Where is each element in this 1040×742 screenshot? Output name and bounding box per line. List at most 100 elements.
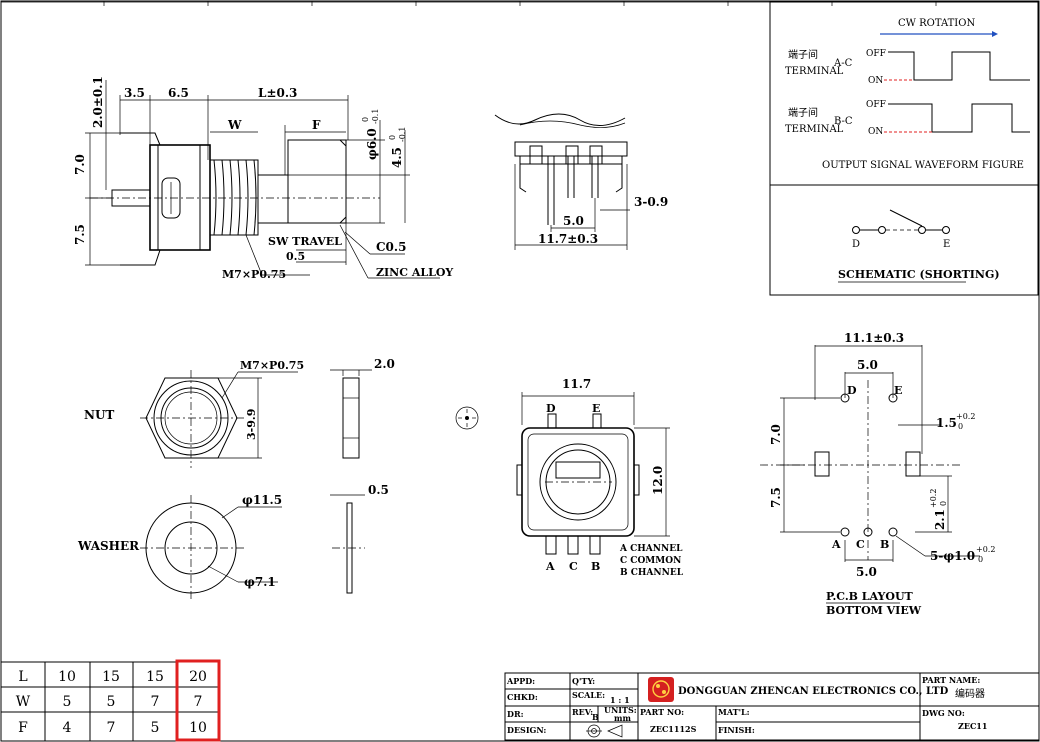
center-mark-icon xyxy=(455,406,479,430)
tb-appd: APPD: xyxy=(506,676,535,686)
bottom-pin-e: E xyxy=(592,402,600,415)
tb-design: DESIGN: xyxy=(507,725,546,735)
bottom-pin-d: D xyxy=(546,402,556,415)
tb-part-name: PART NAME: xyxy=(922,675,980,685)
row-label-w: W xyxy=(16,694,31,710)
ac-on-label: ON xyxy=(868,76,883,86)
highlight-column xyxy=(175,659,221,742)
nut-label: NUT xyxy=(84,408,114,422)
pcb-dim-top-pitch: 5.0 xyxy=(857,358,878,372)
dim-3-5: 3.5 xyxy=(124,86,145,100)
waveform-caption: OUTPUT SIGNAL WAVEFORM FIGURE xyxy=(822,160,1024,171)
bottom-pin-b: B xyxy=(591,560,600,573)
bc-en-label: TERMINAL xyxy=(785,124,844,135)
row-label-f: F xyxy=(18,720,28,736)
pcb-pin-e: E xyxy=(894,384,902,397)
dim-body-width: 11.7±0.3 xyxy=(538,232,598,246)
ac-off-label: OFF xyxy=(866,49,886,59)
legend-b: B CHANNEL xyxy=(620,568,684,578)
nut-dim-9-9: 3-9.9 xyxy=(245,409,258,440)
sw-travel-value: 0.5 xyxy=(286,250,305,263)
dim-4-5-tol-bot: -0.1 xyxy=(398,127,407,142)
sw-travel-label: SW TRAVEL xyxy=(268,235,342,248)
dim-6-0-tol-top: 0 xyxy=(361,117,370,122)
ac-cn-label: 端子间 xyxy=(788,48,818,61)
bottom-pin-a: A xyxy=(545,560,555,573)
tb-company: DONGGUAN ZHENCAN ELECTRONICS CO., LTD xyxy=(678,686,949,697)
pcb-pin-d: D xyxy=(847,384,857,397)
cell-w-4: 7 xyxy=(194,694,203,710)
dim-l: L±0.3 xyxy=(258,86,297,100)
projection-symbol-icon xyxy=(586,724,623,738)
tb-part-no-val: ZEC1112S xyxy=(650,724,697,734)
row-label-l: L xyxy=(18,669,27,685)
tb-finish: FINISH: xyxy=(718,725,755,735)
spec-table: L 10 15 15 20 W 5 5 7 7 F 4 7 5 10 xyxy=(1,659,221,742)
bottom-view: 11.7 12.0 D E A C B A CHANNEL C COMMON B… xyxy=(516,377,684,578)
dim-4-5: 4.5 xyxy=(390,147,404,168)
tb-dr: DR: xyxy=(507,709,524,719)
pcb-dim-1-5-tol-top: +0.2 xyxy=(956,412,975,421)
pcb-caption: P.C.B LAYOUT xyxy=(826,590,914,603)
schematic-caption: SCHEMATIC (SHORTING) xyxy=(838,268,1000,281)
company-logo-icon xyxy=(648,677,674,702)
tb-matl: MAT'L: xyxy=(718,707,750,717)
nut-thickness: 2.0 xyxy=(374,357,395,371)
washer-id: φ7.1 xyxy=(244,575,276,589)
schematic-panel: D E SCHEMATIC (SHORTING) xyxy=(769,184,1039,296)
cell-w-3: 7 xyxy=(151,694,160,710)
cell-l-4: 20 xyxy=(189,669,207,685)
side-view: 3.5 6.5 L±0.3 W F 2.0±0.1 7.0 7.5 φ6.0 0… xyxy=(73,76,453,281)
dim-6-0: φ6.0 xyxy=(365,128,379,160)
tb-qty: Q'TY: xyxy=(572,676,595,686)
cell-f-2: 7 xyxy=(107,720,116,736)
dim-w: W xyxy=(227,118,242,132)
pcb-dim-bottom-pitch: 5.0 xyxy=(856,565,877,579)
pcb-layout: 11.1±0.3 5.0 D E 7.0 7.5 1.5 +0.2 0 2.1 … xyxy=(760,331,995,617)
washer-label: WASHER xyxy=(77,539,140,553)
cell-w-1: 5 xyxy=(63,694,72,710)
nut-thread: M7×P0.75 xyxy=(240,359,304,372)
bottom-dim-height: 12.0 xyxy=(651,466,665,495)
bottom-dim-width: 11.7 xyxy=(562,377,591,391)
tb-chkd: CHKD: xyxy=(507,692,538,702)
tb-dwg-no-val: ZEC11 xyxy=(958,721,987,731)
ac-en-label: TERMINAL xyxy=(785,66,844,77)
cell-f-3: 5 xyxy=(151,720,160,736)
schematic-d: D xyxy=(852,239,860,250)
dim-f: F xyxy=(312,118,321,132)
thread-bushing xyxy=(209,159,259,236)
dim-7-0: 7.0 xyxy=(73,154,87,175)
dim-pin-pitch: 5.0 xyxy=(563,214,584,228)
dim-6-5: 6.5 xyxy=(168,86,189,100)
washer-od: φ11.5 xyxy=(242,493,282,507)
cell-l-1: 10 xyxy=(58,669,76,685)
cell-f-4: 10 xyxy=(189,720,207,736)
tb-units-val: mm xyxy=(614,713,631,723)
cell-f-1: 4 xyxy=(63,720,72,736)
bc-off-label: OFF xyxy=(866,100,886,110)
tb-scale: SCALE: xyxy=(572,690,605,700)
tb-dwg-no: DWG NO: xyxy=(922,708,965,718)
legend-c: C COMMON xyxy=(620,556,681,566)
waveform-panel: CW ROTATION 端子间 TERMINAL A-C OFF ON 端子间 … xyxy=(769,1,1039,186)
pcb-dim-1-5: 1.5 xyxy=(936,416,957,430)
pcb-pin-a: A xyxy=(831,538,841,551)
cell-l-2: 15 xyxy=(102,669,120,685)
bc-on-label: ON xyxy=(868,127,883,137)
dim-pin-width: 3-0.9 xyxy=(634,195,668,209)
bc-cn-label: 端子间 xyxy=(788,106,818,119)
tb-rev-val: B xyxy=(592,712,599,722)
schematic-e: E xyxy=(943,239,950,250)
chamfer-label: C0.5 xyxy=(376,240,406,254)
frame-tick-marks xyxy=(103,1,937,6)
tb-units: UNITS: xyxy=(604,705,637,715)
bc-id-label: B-C xyxy=(834,116,853,127)
cell-w-2: 5 xyxy=(107,694,116,710)
pcb-dim-7-5: 7.5 xyxy=(769,487,783,508)
tb-part-no: PART NO: xyxy=(640,707,684,717)
cw-rotation-title: CW ROTATION xyxy=(898,18,975,29)
title-block: APPD: Q'TY: CHKD: SCALE: 1 : 1 DR: REV: … xyxy=(504,672,1040,741)
